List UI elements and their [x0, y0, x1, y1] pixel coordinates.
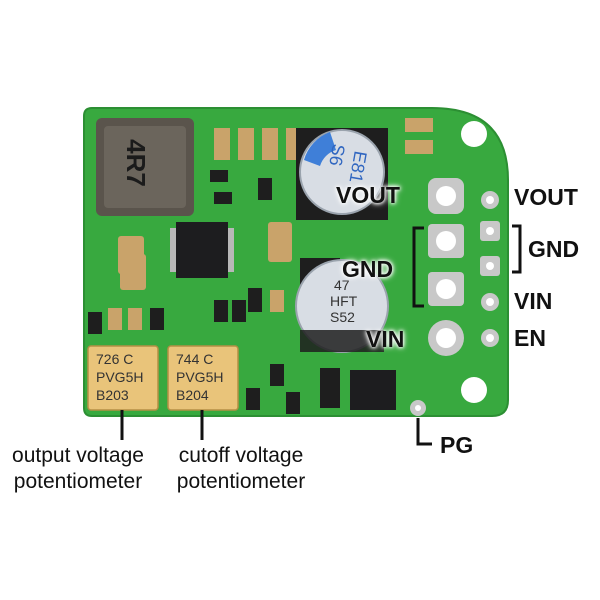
pot2-marking-2: PVG5H [176, 369, 224, 385]
vout-right-label: VOUT [514, 184, 578, 210]
top-capacitor [296, 128, 388, 220]
bottom-capacitor [295, 259, 389, 353]
pot1-marking-3: B203 [96, 387, 129, 403]
pot1-marking-1: 726 C [96, 351, 134, 367]
inductor-marking: 4R7 [120, 139, 151, 187]
mounting-hole [461, 377, 487, 403]
annotation-lines [120, 224, 522, 446]
bottom-cap-marking-2: HFT [330, 293, 358, 309]
logic-pads [410, 191, 500, 416]
output-pot-caption: output voltage potentiometer [0, 443, 156, 495]
output-ic [320, 368, 396, 410]
output-pot-caption-line2: potentiometer [13, 470, 143, 493]
cutoff-pot-caption-line1: cutoff voltage [178, 444, 304, 467]
bottom-cap-marking-3: S52 [330, 309, 355, 325]
pot1-marking-2: PVG5H [96, 369, 144, 385]
inductor [96, 118, 194, 216]
pot2-marking-1: 744 C [176, 351, 214, 367]
controller-ic [170, 222, 234, 278]
vout-board-label: VOUT [336, 182, 400, 208]
pot2-marking-3: B204 [176, 387, 209, 403]
gnd-right-label: GND [528, 236, 580, 262]
en-right-label: EN [514, 325, 546, 351]
pg-label: PG [440, 432, 474, 458]
mounting-hole [461, 121, 487, 147]
power-pads [428, 178, 464, 356]
cutoff-pot-caption: cutoff voltage potentiometer [164, 443, 318, 495]
top-cap-marking-1: S6 [325, 142, 349, 168]
cutoff-pot-caption-line2: potentiometer [176, 470, 306, 493]
gnd-board-label: GND [342, 256, 394, 282]
misc-components [88, 222, 340, 414]
vin-board-label: VIN [366, 326, 405, 352]
bottom-cap-marking-1: 47 [334, 277, 350, 293]
vin-right-label: VIN [514, 288, 553, 314]
output-pot-caption-line1: output voltage [12, 444, 144, 467]
